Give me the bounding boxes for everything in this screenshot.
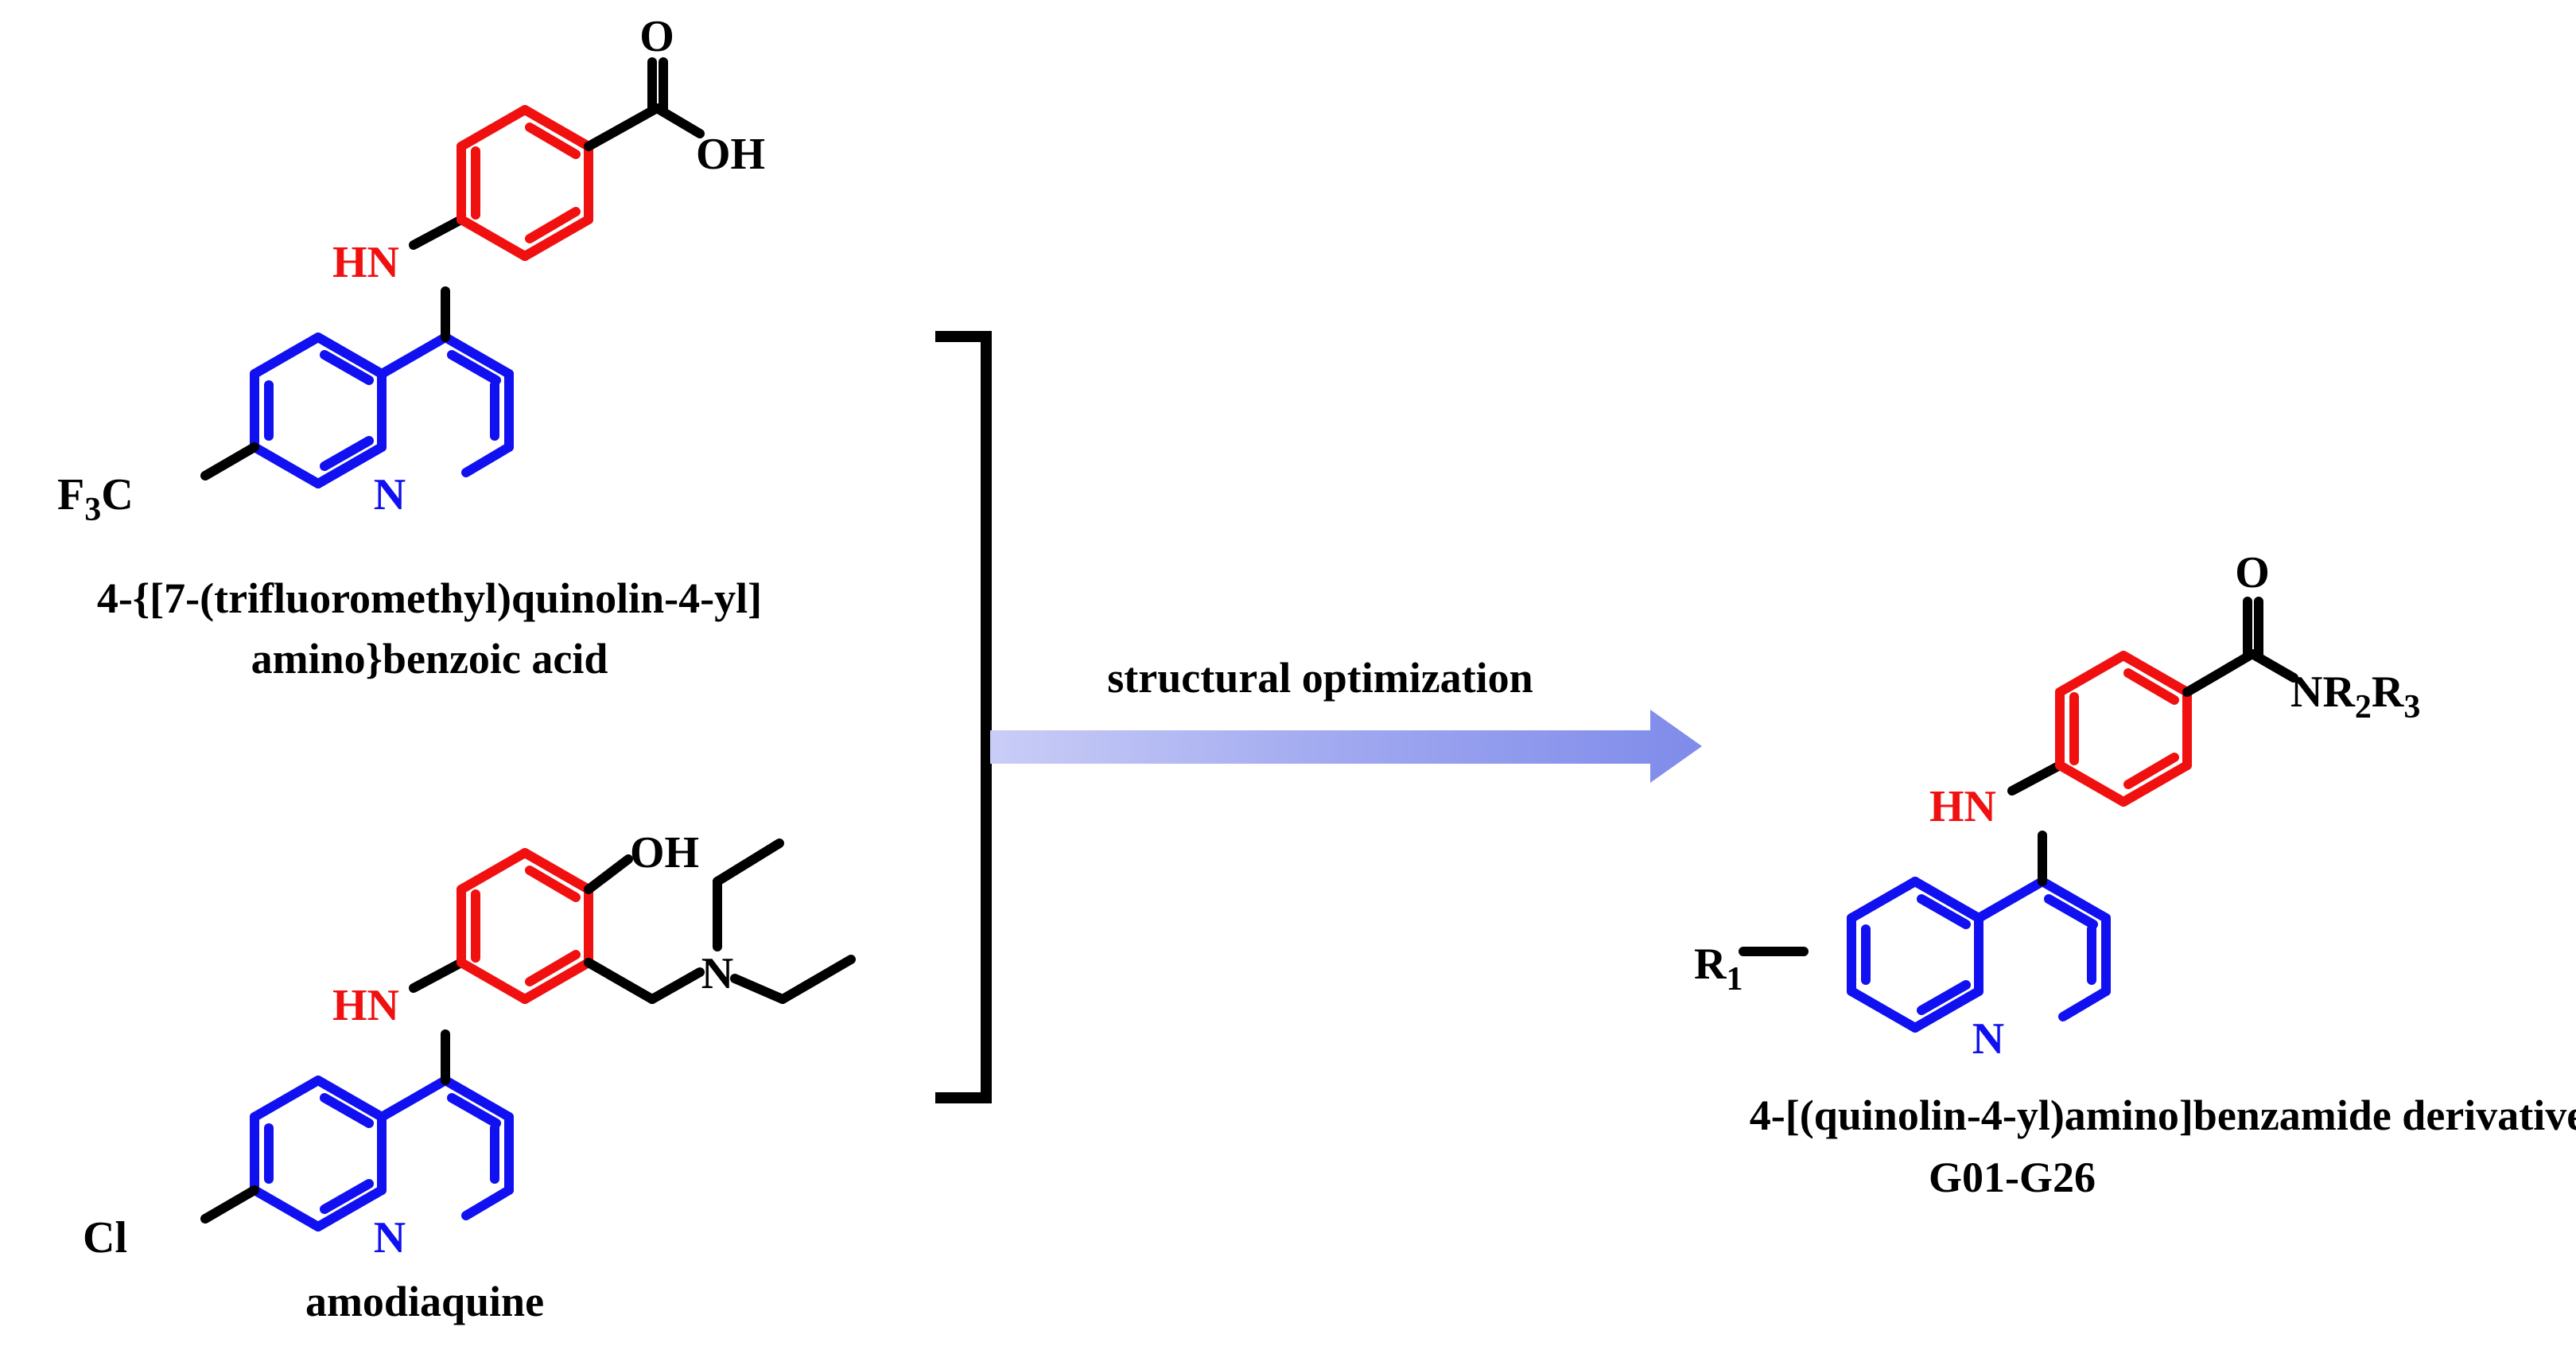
compound1-name-line2: amino}benzoic acid	[251, 635, 608, 683]
amine-aryl-bond	[409, 958, 466, 993]
phenol-bond	[584, 854, 633, 894]
compound1-carboxyl-oxygen: O	[639, 12, 674, 61]
quinoline-benzo-bond	[250, 333, 323, 379]
amide-nitrogen-bond	[2248, 649, 2298, 683]
quinoline-pyridine-bond	[2038, 877, 2111, 923]
quinoline-pyridine-bond	[461, 442, 514, 477]
compound2-amine-label: HN	[332, 981, 399, 1030]
quinoline-double-bond	[1917, 980, 1971, 1015]
quinoline-pyridine-bond	[1974, 877, 2047, 923]
compound2-ring-nitrogen: N	[374, 1213, 406, 1263]
methylene-amine-bond	[647, 967, 705, 1004]
benzene-bond	[520, 105, 593, 151]
quinoline-pyridine-bond	[441, 333, 514, 379]
carboxyl-bond	[584, 103, 662, 151]
compound1-name-line1: 4-{[7-(trifluoromethyl)quinolin-4-yl]	[97, 574, 762, 622]
quinoline-double-bond	[320, 1179, 374, 1214]
quinoline-double-bond	[2044, 894, 2098, 929]
compound1-ring-nitrogen: N	[374, 470, 406, 519]
ethyl-bond	[713, 838, 784, 886]
quinoline-benzo-bond	[1910, 877, 1983, 923]
benzene-double-bond	[525, 866, 581, 902]
compound1-bonds	[200, 57, 705, 488]
quinoline-double-bond	[1917, 894, 1971, 929]
product-amine-label: HN	[1929, 782, 1996, 831]
quinoline-pyridine-bond	[441, 1076, 514, 1122]
quinoline-benzo-bond	[1910, 986, 1983, 1033]
amine-aryl-bond	[2007, 761, 2065, 796]
compound2-name: amodiaquine	[305, 1278, 544, 1325]
quinoline-benzo-bond	[313, 1076, 387, 1122]
quinoline-double-bond	[447, 350, 501, 385]
benzene-bond	[457, 958, 530, 1004]
bracket	[935, 331, 992, 1103]
arrow-label: structural optimization	[1107, 654, 1533, 702]
product-name-line2: G01-G26	[1929, 1154, 2096, 1201]
benzene-bond	[2119, 761, 2192, 807]
quinoline-double-bond	[320, 436, 374, 471]
quinoline-pyridine-bond	[377, 1076, 450, 1122]
quinoline-double-bond	[447, 1093, 501, 1128]
quinoline-benzo-bond	[250, 1076, 323, 1122]
svg-text:O: O	[639, 12, 674, 61]
compound-amodiaquine: OH N HN N Cl amodiaquine	[83, 828, 856, 1325]
benzene-double-bond	[2123, 668, 2179, 705]
benzene-double-bond	[2123, 753, 2179, 789]
quinoline-double-bond	[320, 1093, 374, 1128]
benzene-bond	[2055, 651, 2128, 697]
arrow-shape	[990, 710, 1702, 783]
hydroxyl-bond	[652, 103, 705, 138]
quinoline-benzo-bond	[250, 1185, 323, 1231]
compound2-tertiary-nitrogen: N	[701, 949, 733, 998]
amine-aryl-bond	[409, 215, 466, 250]
quinoline-benzo-bond	[313, 1185, 387, 1231]
svg-text:N: N	[374, 470, 406, 519]
cf3-bond	[200, 442, 259, 481]
product-ring-nitrogen: N	[1972, 1014, 2004, 1064]
quinoline-benzo-bond	[313, 442, 387, 488]
quinoline-pyridine-bond	[2058, 986, 2111, 1021]
chloro-bond	[200, 1185, 259, 1224]
quinoline-benzo-bond	[313, 333, 387, 379]
benzene-bond	[520, 215, 593, 261]
compound2-bonds	[200, 838, 856, 1231]
benzene-double-bond	[525, 123, 581, 159]
compound1-trifluoromethyl-label: F3C	[57, 470, 134, 528]
quinoline-benzo-bond	[1847, 986, 1920, 1033]
benzene-bond	[457, 105, 530, 151]
product-amide-label: NR2R3	[2290, 667, 2420, 726]
benzene-bond	[520, 958, 593, 1004]
ethyl-bond	[778, 955, 856, 1004]
benzene-bond	[520, 848, 593, 894]
quinoline-pyridine-bond	[461, 1185, 514, 1220]
product-bonds	[1739, 597, 2298, 1033]
reaction-arrow: structural optimization	[990, 654, 1702, 783]
benzene-bond	[2119, 651, 2192, 697]
svg-text:HN: HN	[332, 238, 399, 287]
quinoline-double-bond	[320, 350, 374, 385]
benzene-double-bond	[525, 207, 581, 243]
benzene-bond	[457, 848, 530, 894]
compound-trifluoromethyl-quinoline-benzoic-acid: O OH HN N F3C 4-{[7-(trifluoromethyl)qui…	[57, 12, 765, 683]
compound2-chloro-label: Cl	[83, 1213, 127, 1263]
quinoline-benzo-bond	[1847, 877, 1920, 923]
compound1-hydroxyl: OH	[696, 130, 765, 179]
product-name-line1: 4-[(quinolin-4-yl)amino]benzamide deriva…	[1750, 1091, 2576, 1139]
quinoline-benzo-bond	[250, 442, 323, 488]
product-r1-label: R1	[1694, 940, 1743, 998]
benzene-double-bond	[525, 950, 581, 986]
amide-bond	[2182, 649, 2257, 697]
quinoline-pyridine-bond	[377, 333, 450, 379]
benzene-bond	[457, 215, 530, 261]
compound-product-benzamide: O NR2R3 HN N R1 4-[(quinolin-4-yl)amino]…	[1694, 548, 2576, 1201]
svg-text:OH: OH	[696, 130, 765, 179]
compound1-amine-label: HN	[332, 238, 399, 287]
compound2-hydroxyl: OH	[630, 828, 699, 877]
product-carbonyl-oxygen: O	[2235, 548, 2270, 597]
benzene-bond	[2055, 761, 2128, 807]
benzyl-bond	[584, 958, 657, 1004]
ethyl-bond	[730, 974, 787, 1004]
